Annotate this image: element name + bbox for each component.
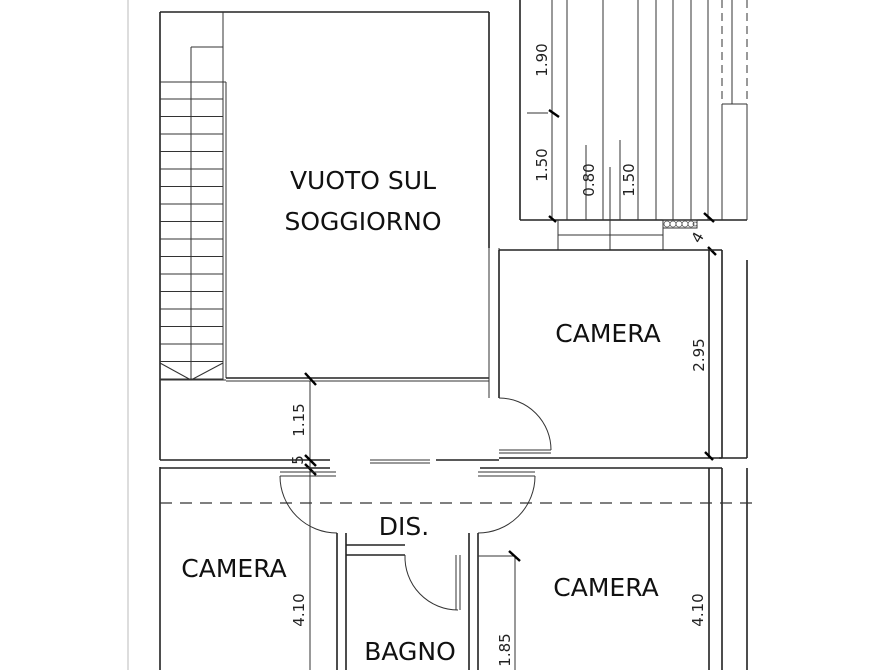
room-label-camera-right: CAMERA [553,573,658,602]
stair-and-void-block [159,11,490,460]
dim-label: 1.50 [533,148,551,181]
room-label-bagno: BAGNO [364,637,456,666]
dim-label: 1.90 [533,43,551,76]
dim-label: 4.10 [290,593,308,626]
camera-top-right-walls [498,249,748,461]
dim-label: 5 [289,455,307,465]
door-swing [498,397,552,451]
dim-label: 0.80 [580,163,598,196]
dim-label: 4 [687,229,707,246]
dim-label: 1.15 [290,403,308,436]
room-label-camera-left: CAMERA [181,554,286,583]
room-label-soggiorno: SOGGIORNO [284,207,441,236]
balcony [519,0,748,256]
door-swing [404,554,459,611]
door-swing [279,475,338,534]
corridor [159,372,747,670]
dim-label: 2.95 [690,338,708,371]
dis-area [160,467,755,670]
dim-label: 1.50 [620,163,638,196]
dim-label: 1.85 [496,633,514,666]
door-swing [477,475,536,534]
room-label-dis: DIS. [379,512,429,541]
stair-steps [160,98,223,380]
dim-label: 4.10 [689,593,707,626]
room-label-vuoto: VUOTO SUL [290,166,436,195]
room-label-camera-top-right: CAMERA [555,319,660,348]
